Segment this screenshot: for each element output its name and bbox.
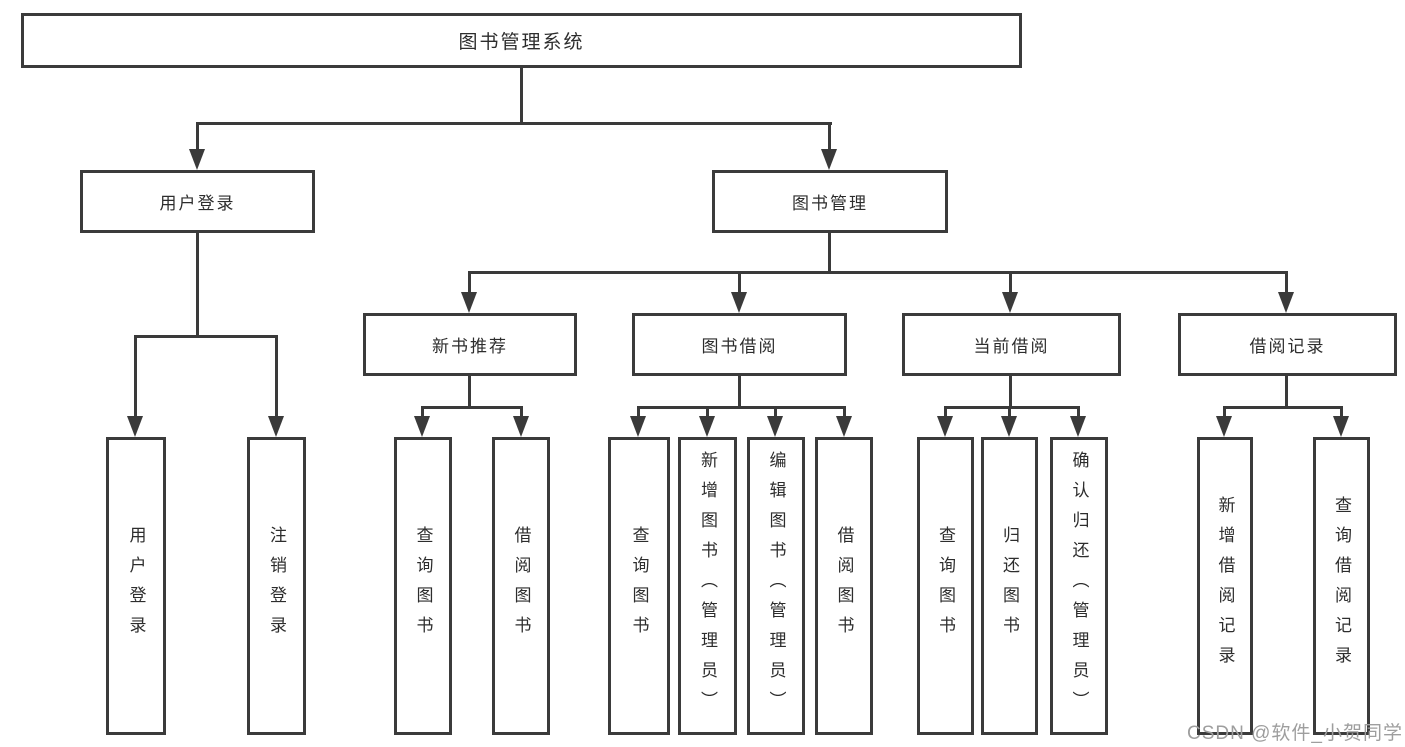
arrow-down-icon xyxy=(414,416,430,437)
connector-line xyxy=(421,406,424,420)
arrow-down-icon xyxy=(1278,292,1294,313)
watermark: CSDN @软件_小贺同学 xyxy=(1187,723,1403,744)
arrow-down-icon xyxy=(1333,416,1349,437)
leaf-logout: 注销登录 xyxy=(247,437,306,735)
connector-line xyxy=(637,406,640,420)
connector-line xyxy=(944,406,1080,409)
connector-line xyxy=(134,335,278,338)
connector-line xyxy=(196,233,199,338)
node-label: 用户登录 xyxy=(126,526,146,646)
connector-line xyxy=(1009,271,1012,295)
node-label: 图书管理系统 xyxy=(458,32,585,53)
node-label: 查询图书 xyxy=(629,526,649,646)
leaf-borrow-book: 借阅图书 xyxy=(815,437,873,735)
node-label: 新书推荐 xyxy=(432,337,508,356)
arrow-down-icon xyxy=(836,416,852,437)
arrow-down-icon xyxy=(513,416,529,437)
arrow-down-icon xyxy=(268,416,284,437)
node-label: 查询图书 xyxy=(413,526,433,646)
connector-line xyxy=(520,406,523,420)
arrow-down-icon xyxy=(1001,416,1017,437)
leaf-query-book-borrowing: 查询图书 xyxy=(608,437,670,735)
connector-line xyxy=(706,406,709,420)
node-label: 新增图书（管理员） xyxy=(698,451,717,721)
connector-line xyxy=(134,335,137,419)
connector-line xyxy=(275,335,278,419)
connector-line xyxy=(1340,406,1343,420)
connector-line xyxy=(774,406,777,420)
node-borrowing-records: 借阅记录 xyxy=(1178,313,1397,376)
node-label: 新增借阅记录 xyxy=(1215,496,1235,676)
node-label: 确认归还（管理员） xyxy=(1069,451,1089,721)
node-label: 图书借阅 xyxy=(701,337,778,356)
arrow-down-icon xyxy=(699,416,715,437)
connector-line xyxy=(421,406,523,409)
arrow-down-icon xyxy=(461,292,477,313)
connector-line xyxy=(520,68,523,124)
leaf-edit-book-admin: 编辑图书（管理员） xyxy=(747,437,805,735)
node-book-borrowing: 图书借阅 xyxy=(632,313,847,376)
connector-line xyxy=(1077,406,1080,420)
node-label: 查询图书 xyxy=(936,526,955,646)
connector-line xyxy=(1223,406,1226,420)
leaf-query-book-current: 查询图书 xyxy=(917,437,974,735)
node-label: 借阅图书 xyxy=(834,526,854,646)
arrow-down-icon xyxy=(821,149,837,170)
connector-line xyxy=(1285,271,1288,295)
connector-line xyxy=(1223,406,1343,409)
connector-line xyxy=(828,122,831,154)
leaf-query-book-recommend: 查询图书 xyxy=(394,437,452,735)
leaf-borrow-book-recommend: 借阅图书 xyxy=(492,437,550,735)
leaf-add-borrow-record: 新增借阅记录 xyxy=(1197,437,1253,735)
connector-line xyxy=(843,406,846,420)
leaf-return-book: 归还图书 xyxy=(981,437,1038,735)
node-label: 用户登录 xyxy=(159,194,236,213)
node-label: 借阅图书 xyxy=(511,526,531,646)
arrow-down-icon xyxy=(189,149,205,170)
connector-line xyxy=(944,406,947,420)
connector-line xyxy=(468,271,1288,274)
node-user-login-branch: 用户登录 xyxy=(80,170,315,233)
leaf-confirm-return-admin: 确认归还（管理员） xyxy=(1050,437,1108,735)
connector-line xyxy=(738,271,741,295)
node-label: 当前借阅 xyxy=(973,337,1050,356)
arrow-down-icon xyxy=(731,292,747,313)
node-book-management: 图书管理 xyxy=(712,170,948,233)
arrow-down-icon xyxy=(937,416,953,437)
node-label: 编辑图书（管理员） xyxy=(766,451,786,721)
node-label: 图书管理 xyxy=(792,194,868,213)
arrow-down-icon xyxy=(127,416,143,437)
arrow-down-icon xyxy=(1216,416,1232,437)
leaf-query-borrow-record: 查询借阅记录 xyxy=(1313,437,1370,735)
connector-line xyxy=(1008,406,1011,420)
node-label: 注销登录 xyxy=(267,526,286,646)
node-current-borrowing: 当前借阅 xyxy=(902,313,1121,376)
connector-line xyxy=(637,406,846,409)
node-library-management-system: 图书管理系统 xyxy=(21,13,1022,68)
node-new-book-recommendation: 新书推荐 xyxy=(363,313,577,376)
connector-line xyxy=(468,271,471,295)
connector-line xyxy=(828,233,831,274)
node-label: 归还图书 xyxy=(1000,526,1019,646)
leaf-user-login: 用户登录 xyxy=(106,437,166,735)
arrow-down-icon xyxy=(1002,292,1018,313)
arrow-down-icon xyxy=(767,416,783,437)
connector-line xyxy=(1285,376,1288,409)
leaf-add-book-admin: 新增图书（管理员） xyxy=(678,437,737,735)
node-label: 查询借阅记录 xyxy=(1332,496,1351,676)
connector-line xyxy=(1009,376,1012,409)
arrow-down-icon xyxy=(1070,416,1086,437)
arrow-down-icon xyxy=(630,416,646,437)
connector-line xyxy=(468,376,471,409)
connector-line xyxy=(196,122,199,154)
node-label: 借阅记录 xyxy=(1249,337,1326,356)
connector-line xyxy=(738,376,741,409)
connector-line xyxy=(196,122,832,125)
